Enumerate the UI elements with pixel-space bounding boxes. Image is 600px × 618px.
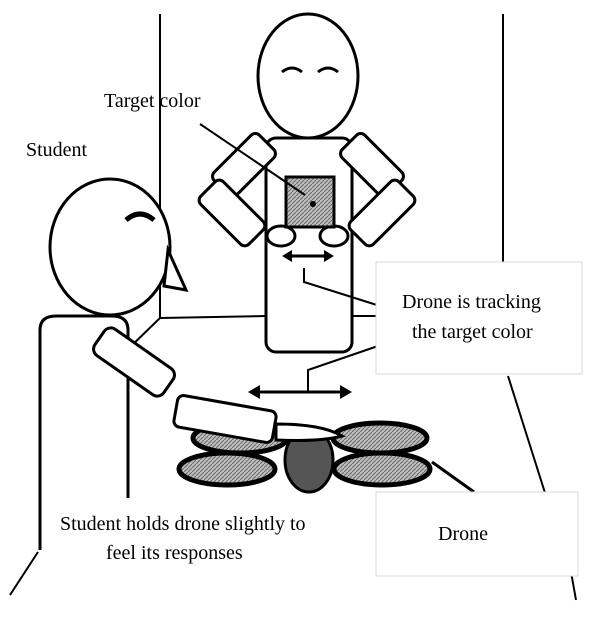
target-color-card bbox=[284, 175, 336, 229]
student-holds-label-line1: Student holds drone slightly to bbox=[60, 513, 306, 535]
tracking-callout-pointers bbox=[303, 268, 381, 392]
target-motion-arrow bbox=[282, 250, 334, 262]
target-color-label: Target color bbox=[104, 90, 201, 112]
drone-motion-arrow bbox=[248, 385, 352, 399]
drone-label-box bbox=[375, 491, 579, 577]
drone-pointer bbox=[431, 460, 475, 494]
student-holds-label-line2: feel its responses bbox=[106, 542, 243, 564]
tracking-label-box bbox=[375, 261, 583, 375]
student-figure bbox=[38, 177, 346, 550]
drone-tracking-label-line1: Drone is tracking bbox=[402, 291, 541, 313]
target-color-dot bbox=[310, 201, 316, 207]
drone-label: Drone bbox=[438, 523, 488, 545]
drone-tracking-label-line2: the target color bbox=[412, 321, 533, 343]
target-color-pointer bbox=[199, 123, 306, 196]
student-label: Student bbox=[26, 139, 88, 161]
